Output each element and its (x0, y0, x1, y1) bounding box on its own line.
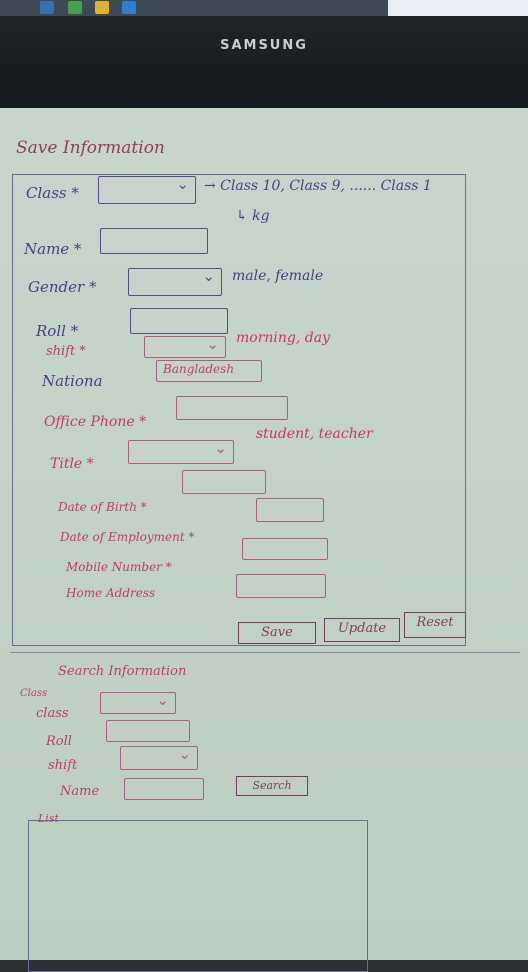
nationality-value: Bangladesh (163, 362, 235, 376)
chevron-down-icon: ⌄ (178, 745, 191, 763)
app-icon[interactable] (40, 1, 54, 14)
app-icon[interactable] (95, 1, 109, 14)
chevron-down-icon: ⌄ (176, 175, 189, 193)
search-name-label: Name (60, 784, 100, 799)
office-phone-label: Office Phone * (44, 414, 147, 430)
sketch-paper: Save Information Class * ⌄ → Class 10, C… (0, 108, 528, 972)
class-label: Class * (26, 184, 79, 202)
roll-input[interactable] (130, 308, 228, 334)
class-note-kg: ↳ kg (236, 208, 270, 224)
roll-label: Roll * (36, 322, 79, 340)
office-phone-input[interactable] (176, 396, 288, 420)
brand-logo: SAMSUNG (220, 38, 308, 53)
mobile-input[interactable] (242, 538, 328, 560)
list-label: List (38, 812, 59, 825)
search-name-input[interactable] (124, 778, 204, 800)
search-class-pink: Class (20, 688, 48, 699)
class-select[interactable]: ⌄ (98, 175, 196, 204)
search-roll-label: Roll (46, 734, 72, 749)
reset-button[interactable]: Reset (404, 612, 466, 638)
chevron-down-icon: ⌄ (156, 691, 169, 709)
chevron-down-icon: ⌄ (202, 267, 215, 285)
form-frame (12, 174, 466, 646)
search-class-select[interactable]: ⌄ (100, 691, 176, 714)
nationality-field[interactable]: Bangladesh (156, 360, 262, 382)
title-label: Title * (50, 456, 94, 472)
search-class-label: class (36, 706, 69, 721)
taskbar-tray (388, 0, 528, 16)
chevron-down-icon: ⌄ (206, 335, 219, 353)
gender-note: male, female (232, 268, 324, 284)
page-title: Save Information (16, 138, 165, 158)
save-button[interactable]: Save (238, 622, 316, 644)
shift-select[interactable]: ⌄ (144, 335, 226, 358)
doe-input[interactable] (256, 498, 324, 522)
search-shift-select[interactable]: ⌄ (120, 745, 198, 770)
doe-label: Date of Employment * (60, 530, 195, 544)
class-note: → Class 10, Class 9, ...... Class 1 (204, 178, 432, 194)
monitor-bezel: SAMSUNG (0, 16, 528, 116)
dob-input[interactable] (182, 470, 266, 494)
shift-label: shift * (46, 344, 86, 359)
search-button[interactable]: Search (236, 776, 308, 796)
app-icon[interactable] (122, 1, 136, 14)
title-select[interactable]: ⌄ (128, 439, 234, 464)
gender-select[interactable]: ⌄ (128, 267, 222, 296)
list-area (28, 820, 368, 972)
address-input[interactable] (236, 574, 326, 598)
search-roll-input[interactable] (106, 720, 190, 742)
dob-label: Date of Birth * (58, 500, 147, 514)
shift-note: morning, day (236, 330, 330, 346)
gender-label: Gender * (28, 278, 97, 296)
taskbar (0, 0, 528, 16)
mobile-label: Mobile Number * (66, 560, 172, 574)
chevron-down-icon: ⌄ (214, 439, 227, 457)
update-button[interactable]: Update (324, 618, 400, 642)
nationality-label: Nationa (42, 372, 103, 390)
section-divider (10, 652, 520, 653)
name-label: Name * (24, 240, 82, 258)
name-input[interactable] (100, 228, 208, 254)
title-note: student, teacher (256, 426, 373, 442)
address-label: Home Address (66, 586, 156, 600)
app-icon[interactable] (68, 1, 82, 14)
search-title: Search Information (58, 664, 187, 679)
search-shift-label: shift (48, 758, 78, 773)
